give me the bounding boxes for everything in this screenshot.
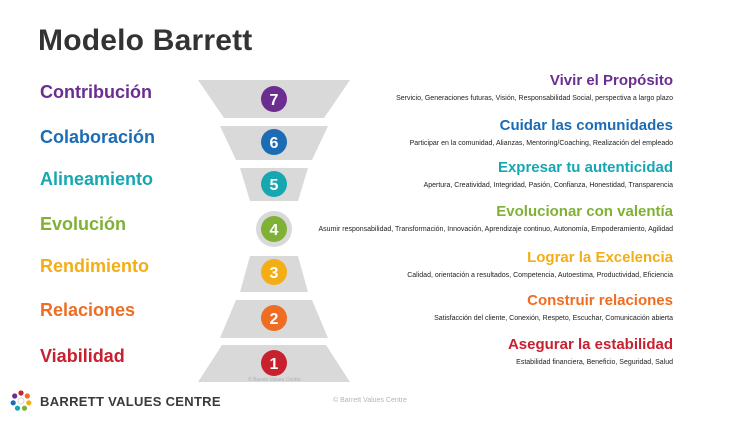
level-badge-2 (261, 305, 287, 331)
level-detail-2: Construir relaciones Satisfacción del cl… (434, 292, 673, 323)
level-label-4: Evolución (40, 214, 127, 234)
level-detail-5: Expresar tu autenticidad Apertura, Creat… (424, 159, 673, 190)
level-badge-1 (261, 350, 287, 376)
level-number-3: 3 (270, 265, 279, 282)
level-number-2: 2 (270, 311, 279, 328)
level-desc-3: Calidad, orientación a resultados, Compe… (407, 272, 673, 279)
level-label-6: Colaboración (40, 127, 156, 147)
level-label-3: Rendimiento (40, 256, 150, 276)
barrett-logo-icon (10, 390, 32, 411)
level-badge-7 (261, 86, 287, 112)
brand-name: BARRETT VALUES CENTRE (40, 393, 221, 409)
level-detail-1: Asegurar la estabilidad Estabilidad fina… (508, 336, 673, 367)
level-heading-5: Expresar tu autenticidad (497, 159, 673, 176)
level-heading-1: Asegurar la estabilidad (507, 336, 673, 353)
level-label-1: Viabilidad (40, 346, 125, 366)
level-number-7: 7 (270, 92, 279, 109)
level-heading-3: Lograr la Excelencia (527, 249, 673, 266)
level-heading-4: Evolucionar con valentía (496, 203, 673, 220)
level-label-2: Relaciones (40, 300, 136, 320)
level-desc-7: Servicio, Generaciones futuras, Visión, … (396, 95, 673, 102)
level-badge-3 (261, 259, 287, 285)
page-title: Modelo Barrett (38, 24, 253, 57)
level-heading-2: Construir relaciones (527, 292, 673, 309)
brand-logo: BARRETT VALUES CENTRE (8, 388, 221, 414)
level-badge-4 (261, 216, 287, 242)
level-desc-4: Asumir responsabilidad, Transformación, … (318, 226, 673, 233)
level-detail-7: Vivir el Propósito Servicio, Generacione… (396, 72, 673, 103)
level-label-5: Alineamiento (40, 169, 154, 189)
level-number-1: 1 (270, 356, 279, 373)
level-detail-4: Evolucionar con valentía Asumir responsa… (319, 203, 673, 234)
level-number-5: 5 (270, 177, 279, 194)
level-detail-3: Lograr la Excelencia Calidad, orientació… (407, 249, 673, 280)
level-label-7: Contribución (40, 82, 152, 102)
level-desc-6: Participar en la comunidad, Alianzas, Me… (409, 140, 673, 147)
level-detail-6: Cuidar las comunidades Participar en la … (410, 117, 673, 148)
level-desc-2: Satisfacción del cliente, Conexión, Resp… (434, 315, 673, 322)
level-heading-6: Cuidar las comunidades (499, 117, 673, 134)
level-heading-7: Vivir el Propósito (549, 72, 673, 89)
level-badge-5 (261, 171, 287, 197)
level-number-4: 4 (270, 222, 279, 239)
funnel-copyright: © Barrett Values Centre (248, 377, 301, 383)
level-number-6: 6 (270, 135, 279, 152)
level-badge-6 (261, 129, 287, 155)
level-desc-5: Apertura, Creatividad, Integridad, Pasió… (423, 182, 673, 189)
copyright-text: © Barrett Values Centre (333, 397, 407, 404)
level-desc-1: Estabilidad financiera, Beneficio, Segur… (516, 359, 673, 366)
